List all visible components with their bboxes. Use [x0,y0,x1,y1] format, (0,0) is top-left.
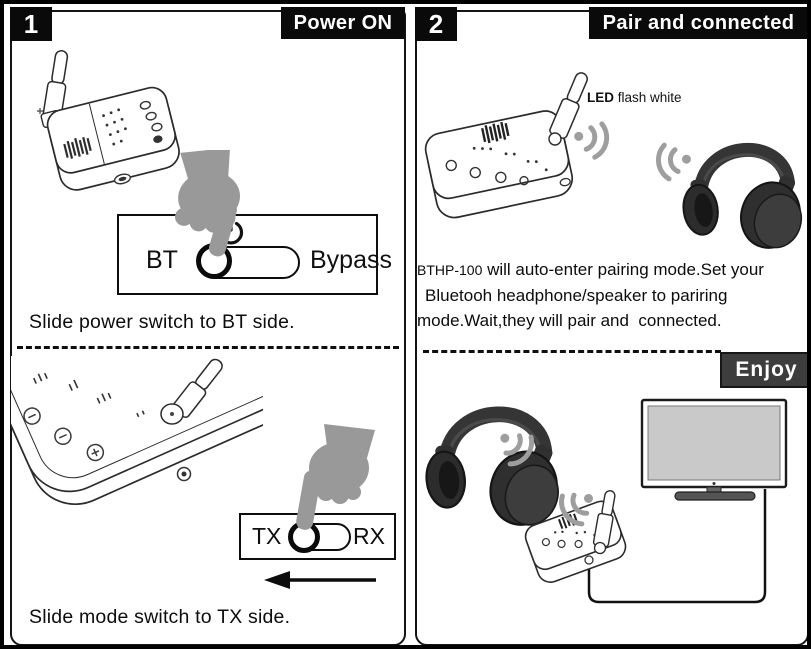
button-icons [541,537,583,549]
vent-grille-icon [481,121,510,144]
headphones-icon [682,143,803,249]
led-dots [472,146,548,172]
transmitter-device [424,110,574,219]
arrow-left-icon [264,571,376,589]
led-dots [102,108,127,146]
enjoy-title: Enjoy [735,358,798,381]
hand-pointer-icon [296,424,375,530]
led-note-rest: flash white [614,90,682,105]
audio-cable [587,489,767,604]
button-icons [445,159,529,186]
step2-header: Pair and connected [589,7,807,39]
output-port [584,555,594,565]
step1-number-badge: 1 [10,7,52,41]
antenna-icon [548,72,588,146]
wireless-waves-icon [574,121,610,160]
led-note: LED flash white [587,90,682,105]
transmitter-closeup [11,356,263,506]
tv-icon [640,398,788,501]
front-port [559,177,571,187]
switch-label-bypass: Bypass [310,246,392,274]
caption-mode: Slide mode switch to TX side. [29,606,291,628]
device-body [46,86,180,191]
pairing-scene [424,72,803,249]
label-marks [33,372,145,418]
step1-title: Power ON [293,11,393,34]
antenna-icon [584,490,616,565]
led-note-bold: LED [587,90,614,105]
vent-grille-icon [63,136,92,159]
step2-number-badge: 2 [415,7,457,41]
description-line3: mode.Wait,they will pair and connected. [417,311,722,330]
step1-header: Power ON [281,7,405,39]
enjoy-header: Enjoy [720,352,807,388]
caption-power: Slide power switch to BT side. [29,311,295,333]
description-line1: BTHP-100 will auto-enter pairing mode.Se… [417,257,807,283]
transmitter-device [37,49,180,191]
wireless-waves-icon [500,433,535,467]
pairing-description: BTHP-100 will auto-enter pairing mode.Se… [417,257,807,333]
antenna-icon [160,358,223,425]
switch-label-bt: BT [146,246,178,274]
step2-title: Pair and connected [602,11,795,34]
led-dots [553,530,596,537]
description-line2: Bluetooh headphone/speaker to pariring [425,286,728,305]
hand-pointer-icon [174,150,241,257]
indicator-icons [139,100,163,143]
step1-number: 1 [23,8,39,39]
enjoy-scene [425,398,788,604]
divider-dashed [423,350,721,353]
button-icons [23,407,105,462]
description-line1-rest: will auto-enter pairing mode.Set your [482,260,764,279]
step1-panel [10,10,406,645]
wireless-waves-icon [559,492,594,527]
switch-label-rx: RX [353,523,385,549]
switch-label-tx: TX [252,523,282,549]
model-name: BTHP-100 [417,262,483,278]
audio-jack [176,466,192,482]
wireless-waves-icon [656,142,691,182]
divider-dashed [17,346,399,349]
step2-number: 2 [428,8,444,39]
headphones-icon [425,406,559,526]
